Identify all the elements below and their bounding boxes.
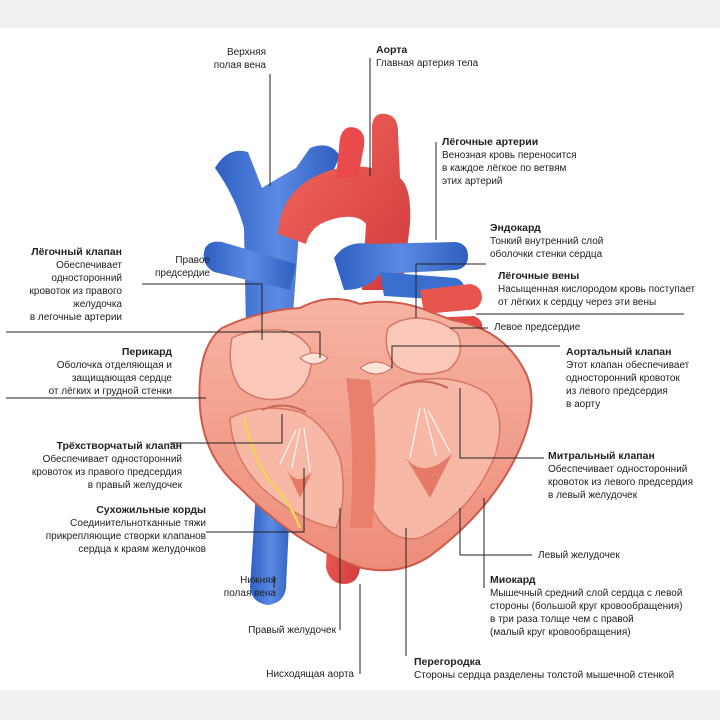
label-left-ventricle-desc: Левый желудочек [538,550,620,561]
label-mitral-valve-title: Митральный клапан [548,450,655,462]
label-chordae-desc: Соединительнотканные тяжи прикрепляющие … [45,518,206,555]
pulmonary-vein-upper [420,284,482,314]
label-aorta-title: Аорта [376,44,408,56]
coronary-vessel [242,417,302,529]
label-superior-vena-cava: Верхняя полая вена [214,46,266,72]
label-pericard-title: Перикард [121,346,172,358]
leader-lines [6,58,684,674]
label-chordae: Сухожильные корды Соединительнотканные т… [46,504,206,556]
label-aorta-desc: Главная артерия тела [376,58,479,69]
label-endocard: Эндокард Тонкий внутренний слой оболочки… [490,222,603,261]
label-septum-title: Перегородка [414,656,481,668]
label-pericard-desc: Оболочка отделяющая и защищающая сердце … [48,360,172,397]
label-inferior-vena-cava: Нижняя полая вена [224,574,276,600]
label-tricuspid-valve: Трёхстворчатый клапан Обеспечивает однос… [32,440,182,492]
label-descending-aorta-desc: Нисходящая аорта [266,669,354,680]
label-pulmonary-veins-desc: Насыщенная кислородом кровь поступает от… [498,284,696,308]
label-right-atrium-desc: Правое предсердие [154,255,210,279]
label-pulmonary-valve: Лёгочный клапан Обеспечивает односторонн… [30,246,122,324]
diagram-canvas: Верхняя полая вена Аорта Главная артерия… [0,28,720,690]
right-ventricle-chamber [229,407,344,529]
pulmonary-artery-right [334,242,468,290]
label-aortic-valve-desc: Этот клапан обеспечивает односторонний к… [566,360,690,410]
label-descending-aorta: Нисходящая аорта [266,668,354,681]
label-tricuspid-valve-title: Трёхстворчатый клапан [56,440,182,452]
label-myocard-desc: Мышечный средний слой сердца с левой сто… [490,588,683,638]
label-right-ventricle-desc: Правый желудочек [248,625,336,636]
label-endocard-title: Эндокард [490,222,541,234]
label-septum: Перегородка Стороны сердца разделены тол… [414,656,674,682]
label-superior-vena-cava-desc: Верхняя полая вена [213,47,266,71]
label-mitral-valve-desc: Обеспечивает односторонний кровоток из л… [548,464,693,501]
label-aorta: Аорта Главная артерия тела [376,44,478,70]
label-pulmonary-arteries-desc: Венозная кровь переносится в каждое лёгк… [442,150,577,187]
papillary-muscle-left [406,454,452,498]
label-pulmonary-valve-title: Лёгочный клапан [31,246,122,258]
label-chordae-title: Сухожильные корды [96,504,206,516]
label-pericard: Перикард Оболочка отделяющая и защищающа… [49,346,172,398]
right-atrium-chamber [229,329,312,401]
heart-anatomy-illustration [6,58,684,674]
label-myocard-title: Миокард [490,574,536,586]
left-ventricle-chamber [365,377,501,540]
pulmonary-valve-shape [299,352,329,365]
label-tricuspid-valve-desc: Обеспечивает односторонний кровоток из п… [31,454,182,491]
label-myocard: Миокард Мышечный средний слой сердца с л… [490,574,683,639]
label-right-ventricle: Правый желудочек [248,624,336,637]
pulmonary-artery-left [203,241,296,290]
label-septum-desc: Стороны сердца разделены толстой мышечно… [414,670,675,681]
papillary-muscle-right [286,468,312,498]
label-inferior-vena-cava-desc: Нижняя полая вена [223,575,276,599]
septum-wall [346,378,376,528]
label-endocard-desc: Тонкий внутренний слой оболочки стенки с… [490,236,604,260]
label-pulmonary-veins: Лёгочные вены Насыщенная кислородом кров… [498,270,695,309]
label-aortic-valve-title: Аортальный клапан [566,346,672,358]
label-pulmonary-arteries-title: Лёгочные артерии [442,136,539,148]
label-left-ventricle: Левый желудочек [538,549,620,562]
label-pulmonary-veins-title: Лёгочные вены [498,270,580,282]
tricuspid-valve-shape [261,404,307,413]
label-right-atrium: Правое предсердие [155,254,210,280]
label-aortic-valve: Аортальный клапан Этот клапан обеспечива… [566,346,689,411]
chordae-strands [279,407,451,473]
label-pulmonary-arteries: Лёгочные артерии Венозная кровь переноси… [442,136,577,188]
aorta-branch [336,127,365,178]
label-left-atrium-desc: Левое предсердие [494,322,581,333]
label-mitral-valve: Митральный клапан Обеспечивает односторо… [548,450,693,502]
label-pulmonary-valve-desc: Обеспечивает односторонний кровоток из п… [29,260,122,323]
mitral-valve-shape [399,380,449,389]
label-left-atrium: Левое предсердие [494,321,580,334]
